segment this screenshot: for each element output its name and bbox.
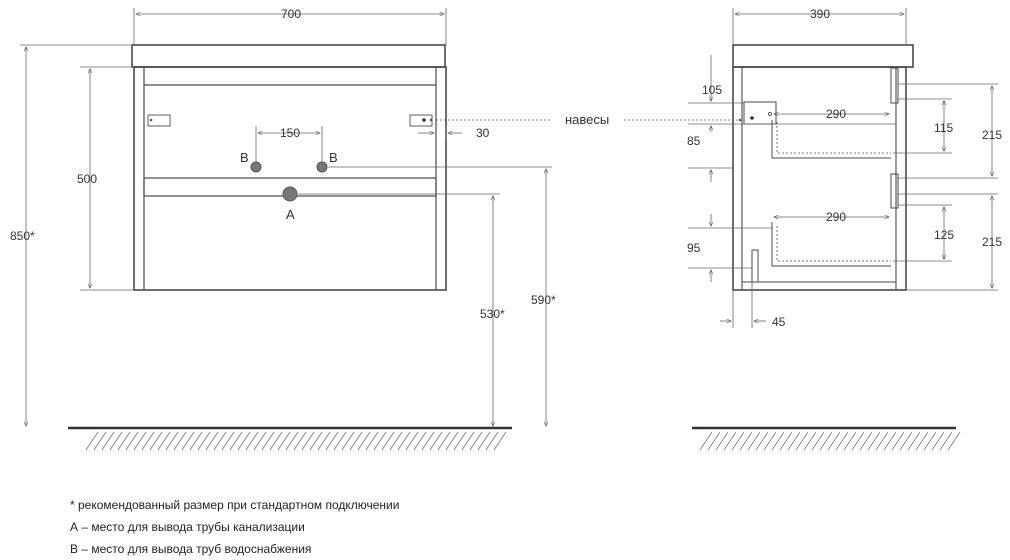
label-supply-right: B xyxy=(329,150,338,165)
front-floor-hatch xyxy=(85,431,507,451)
dim-115: 115 xyxy=(934,121,953,135)
supply-pipe-left xyxy=(250,161,262,173)
dim-hanger-offset: 30 xyxy=(476,126,490,140)
dim-215-bottom: 215 xyxy=(982,235,1002,249)
dim-125: 125 xyxy=(934,228,954,242)
note-drain: А – место для вывода трубы канализации xyxy=(70,520,305,534)
dim-105: 105 xyxy=(702,83,722,97)
hanger-right xyxy=(409,114,433,127)
front-cabinet-body xyxy=(133,66,447,291)
dim-drain-height: 530* xyxy=(480,307,505,321)
dim-drawer2-depth: 290 xyxy=(826,210,846,224)
label-supply-left: B xyxy=(240,150,249,165)
front-view xyxy=(131,44,447,291)
dim-width: 700 xyxy=(281,7,301,21)
dim-drawer1-depth: 290 xyxy=(826,107,846,121)
drain-pipe xyxy=(282,186,298,202)
dim-85: 85 xyxy=(687,134,701,148)
dim-depth: 390 xyxy=(810,7,830,21)
side-cabinet-body xyxy=(732,66,907,291)
dim-total-height: 850* xyxy=(10,229,35,243)
side-view xyxy=(732,44,914,291)
dim-215-top: 215 xyxy=(982,128,1002,142)
supply-pipe-right xyxy=(316,161,328,173)
dim-45: 45 xyxy=(772,315,786,329)
note-asterisk: * рекомендованный размер при стандартном… xyxy=(70,498,400,512)
dim-supply-height: 590* xyxy=(531,293,556,307)
side-drawer-upper xyxy=(771,120,891,159)
label-hangers: навесы xyxy=(565,112,609,127)
dim-95: 95 xyxy=(687,241,701,255)
dim-pipe-spacing: 150 xyxy=(280,126,300,140)
notes: * рекомендованный размер при стандартном… xyxy=(70,494,399,560)
dim-body-height: 500 xyxy=(77,172,97,186)
side-floor-hatch xyxy=(699,431,961,451)
side-countertop xyxy=(732,44,914,68)
front-countertop xyxy=(131,44,446,68)
note-supply: В – место для вывода труб водоснабжения xyxy=(70,542,312,556)
side-drawer-lower xyxy=(771,222,891,267)
label-drain: A xyxy=(286,207,295,222)
hanger-left xyxy=(147,114,171,127)
